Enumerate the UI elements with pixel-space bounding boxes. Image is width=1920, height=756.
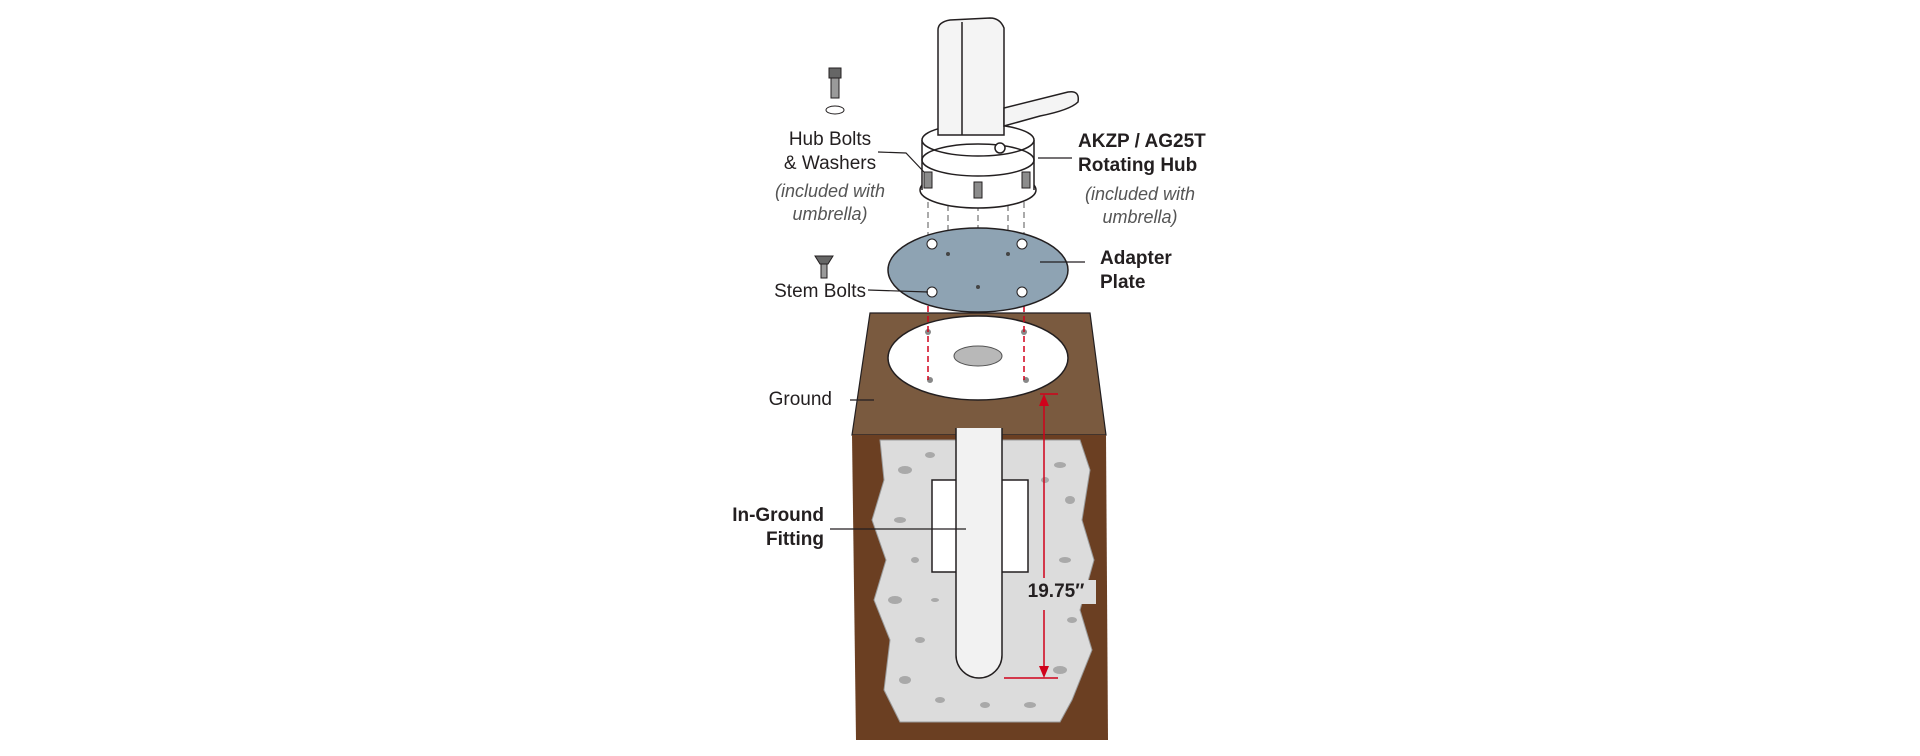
hub-bolts-note: (included with umbrella) [760, 180, 900, 226]
rotating-hub [920, 18, 1078, 208]
rotating-hub-note: (included with umbrella) [1070, 183, 1210, 229]
hub-bolts-label-line1: Hub Bolts [760, 128, 900, 152]
adapter-plate-label-line1: Adapter [1100, 247, 1220, 271]
adapter-plate-label: Adapter Plate [1100, 247, 1220, 295]
hub-bolts-note-line1: (included with [760, 180, 900, 203]
adapter-plate [888, 228, 1068, 312]
base-plate [888, 316, 1068, 400]
rotating-hub-note-line1: (included with [1070, 183, 1210, 206]
hub-bolt-icon [826, 68, 844, 114]
hub-bolts-label-line2: & Washers [760, 152, 900, 176]
stem-bolts-label: Stem Bolts [740, 280, 866, 304]
rotating-hub-label: AKZP / AG25T Rotating Hub [1078, 130, 1278, 178]
washer-icon [826, 106, 844, 114]
hub-post [938, 18, 1004, 135]
rotating-hub-label-line1: AKZP / AG25T [1078, 130, 1278, 154]
depth-dimension-label: 19.75″ [1016, 580, 1096, 604]
hub-lever-handle [1004, 92, 1078, 126]
in-ground-fitting-label-line2: Fitting [700, 528, 824, 552]
adapter-plate-label-line2: Plate [1100, 271, 1220, 295]
hub-bolts-note-line2: umbrella) [760, 203, 900, 226]
hub-bolts-label: Hub Bolts & Washers [760, 128, 900, 176]
stem-bolt-icon [815, 256, 833, 278]
in-ground-fitting-label: In-Ground Fitting [700, 504, 824, 552]
rotating-hub-label-line2: Rotating Hub [1078, 154, 1278, 178]
fitting-tube [956, 428, 1002, 678]
rotating-hub-note-line2: umbrella) [1070, 206, 1210, 229]
in-ground-fitting-label-line1: In-Ground [700, 504, 824, 528]
ground-label: Ground [720, 388, 832, 412]
base-plate-center-hole [954, 346, 1002, 366]
